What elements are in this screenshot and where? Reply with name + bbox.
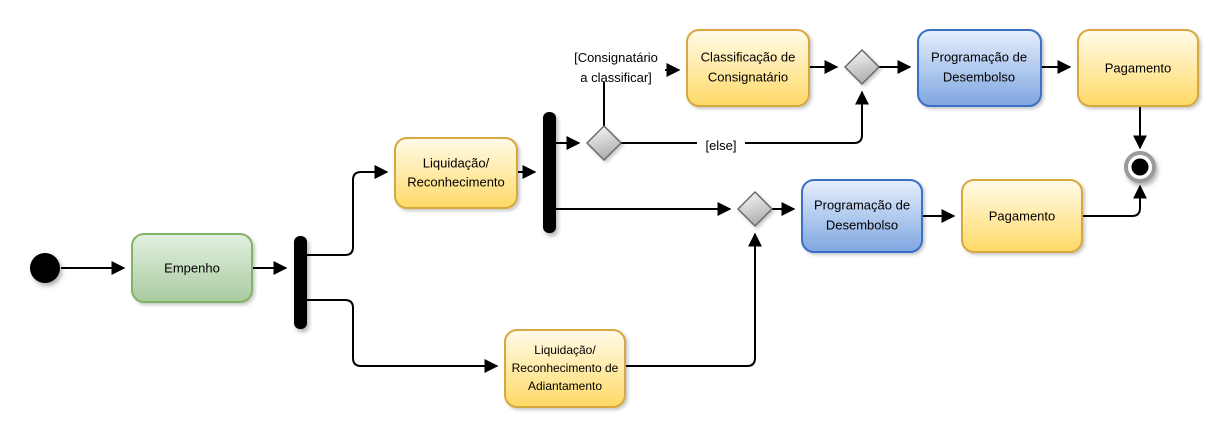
action-liquidacao-reconhecimento-label-line1: Liquidação/ — [423, 155, 490, 170]
action-programacao-top-label-line2: Desembolso — [943, 69, 1015, 84]
guard-label-consignatario-line1: [Consignatário — [574, 50, 658, 65]
action-programacao-desembolso-bottom[interactable]: Programação de Desembolso — [801, 179, 923, 253]
edge-adiantamento-to-merge-bottom — [625, 232, 762, 367]
action-empenho[interactable]: Empenho — [131, 233, 253, 303]
action-programacao-desembolso-top[interactable]: Programação de Desembolso — [917, 29, 1042, 107]
merge-node-bottom[interactable] — [737, 191, 773, 227]
guard-label-consignatario-line2: a classificar] — [580, 70, 652, 85]
action-programacao-bottom-label-line2: Desembolso — [826, 217, 898, 232]
action-programacao-top-label-line1: Programação de — [931, 49, 1027, 64]
action-classificacao-consignatario[interactable]: Classificação de Consignatário — [686, 29, 810, 107]
edge-pagamento-bottom-to-end — [1082, 184, 1147, 217]
action-empenho-label: Empenho — [164, 260, 220, 275]
edges-layer — [61, 60, 1147, 373]
action-adiantamento-label-line3: Adiantamento — [528, 379, 602, 393]
edge-fork1-to-liquidacao — [307, 165, 389, 256]
action-liquidacao-reconhecimento-adiantamento[interactable]: Liquidação/ Reconhecimento de Adiantamen… — [504, 329, 626, 408]
action-programacao-bottom-label-line1: Programação de — [814, 197, 910, 212]
action-adiantamento-label-line1: Liquidação/ — [534, 343, 596, 357]
fork-bar-2 — [543, 112, 556, 233]
action-classificacao-label-line1: Classificação de — [701, 49, 796, 64]
merge-node-top[interactable] — [844, 49, 880, 85]
action-pagamento-bottom[interactable]: Pagamento — [961, 179, 1083, 253]
decision-node-consignatario[interactable] — [586, 125, 622, 161]
action-classificacao-label-line2: Consignatário — [708, 69, 788, 84]
edge-decision1-to-merge-top — [621, 90, 869, 144]
initial-node[interactable] — [30, 253, 60, 283]
action-pagamento-bottom-label: Pagamento — [989, 208, 1056, 223]
action-adiantamento-label-line2: Reconhecimento de — [512, 361, 619, 375]
final-node[interactable] — [1124, 151, 1156, 183]
guard-label-else: [else] — [705, 138, 736, 153]
edge-guard-labels: [Consignatário a classificar] [else] — [567, 46, 745, 154]
fork-bar-1 — [294, 236, 307, 329]
action-liquidacao-reconhecimento[interactable]: Liquidação/ Reconhecimento — [394, 137, 518, 209]
action-pagamento-top-label: Pagamento — [1105, 60, 1172, 75]
edge-fork1-to-adiantamento — [307, 299, 499, 373]
action-liquidacao-reconhecimento-label-line2: Reconhecimento — [407, 174, 505, 189]
action-pagamento-top[interactable]: Pagamento — [1077, 29, 1199, 107]
